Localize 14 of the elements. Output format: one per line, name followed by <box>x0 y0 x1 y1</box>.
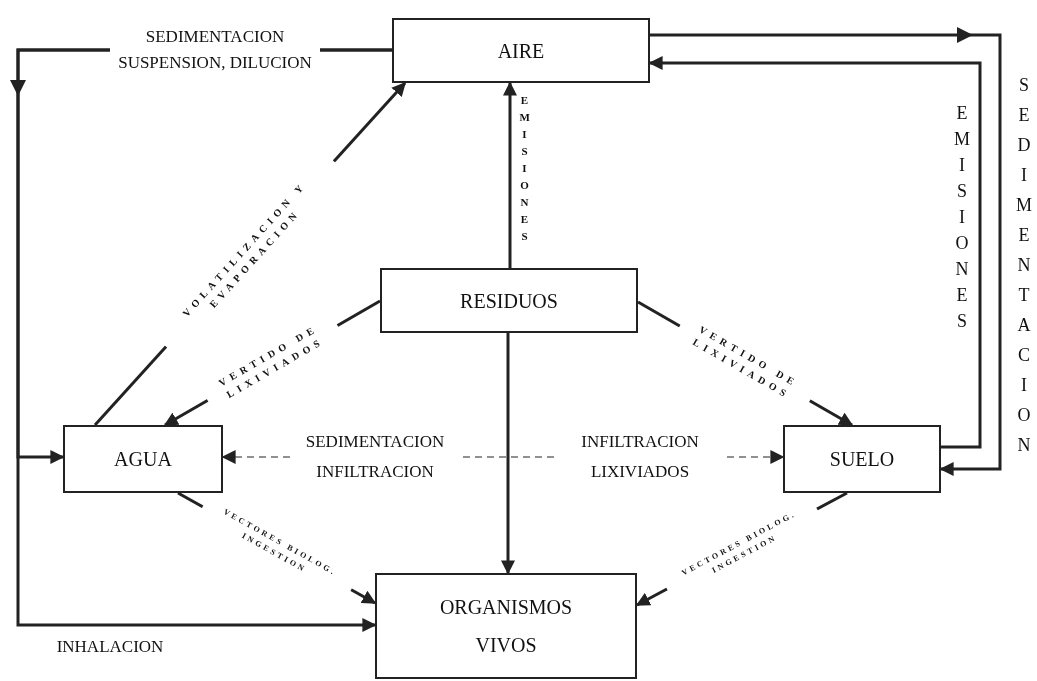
edge-label: INHALACION <box>55 636 165 658</box>
box-label: ORGANISMOS VIVOS <box>438 595 574 658</box>
box-label: SUELO <box>829 447 895 472</box>
box-label: RESIDUOS <box>460 288 558 314</box>
process-box <box>63 425 223 493</box>
box-label: AIRE <box>497 38 545 64</box>
process-box <box>375 573 637 679</box>
edge-label: EMISIONES <box>953 102 980 333</box>
process-box <box>380 268 638 333</box>
process-box <box>392 18 650 83</box>
box-label: AGUA <box>114 447 172 472</box>
process-box <box>783 425 941 493</box>
edge-label: EMISIONES <box>518 93 535 244</box>
edge-label: SEDIMENTACION <box>1015 74 1037 457</box>
